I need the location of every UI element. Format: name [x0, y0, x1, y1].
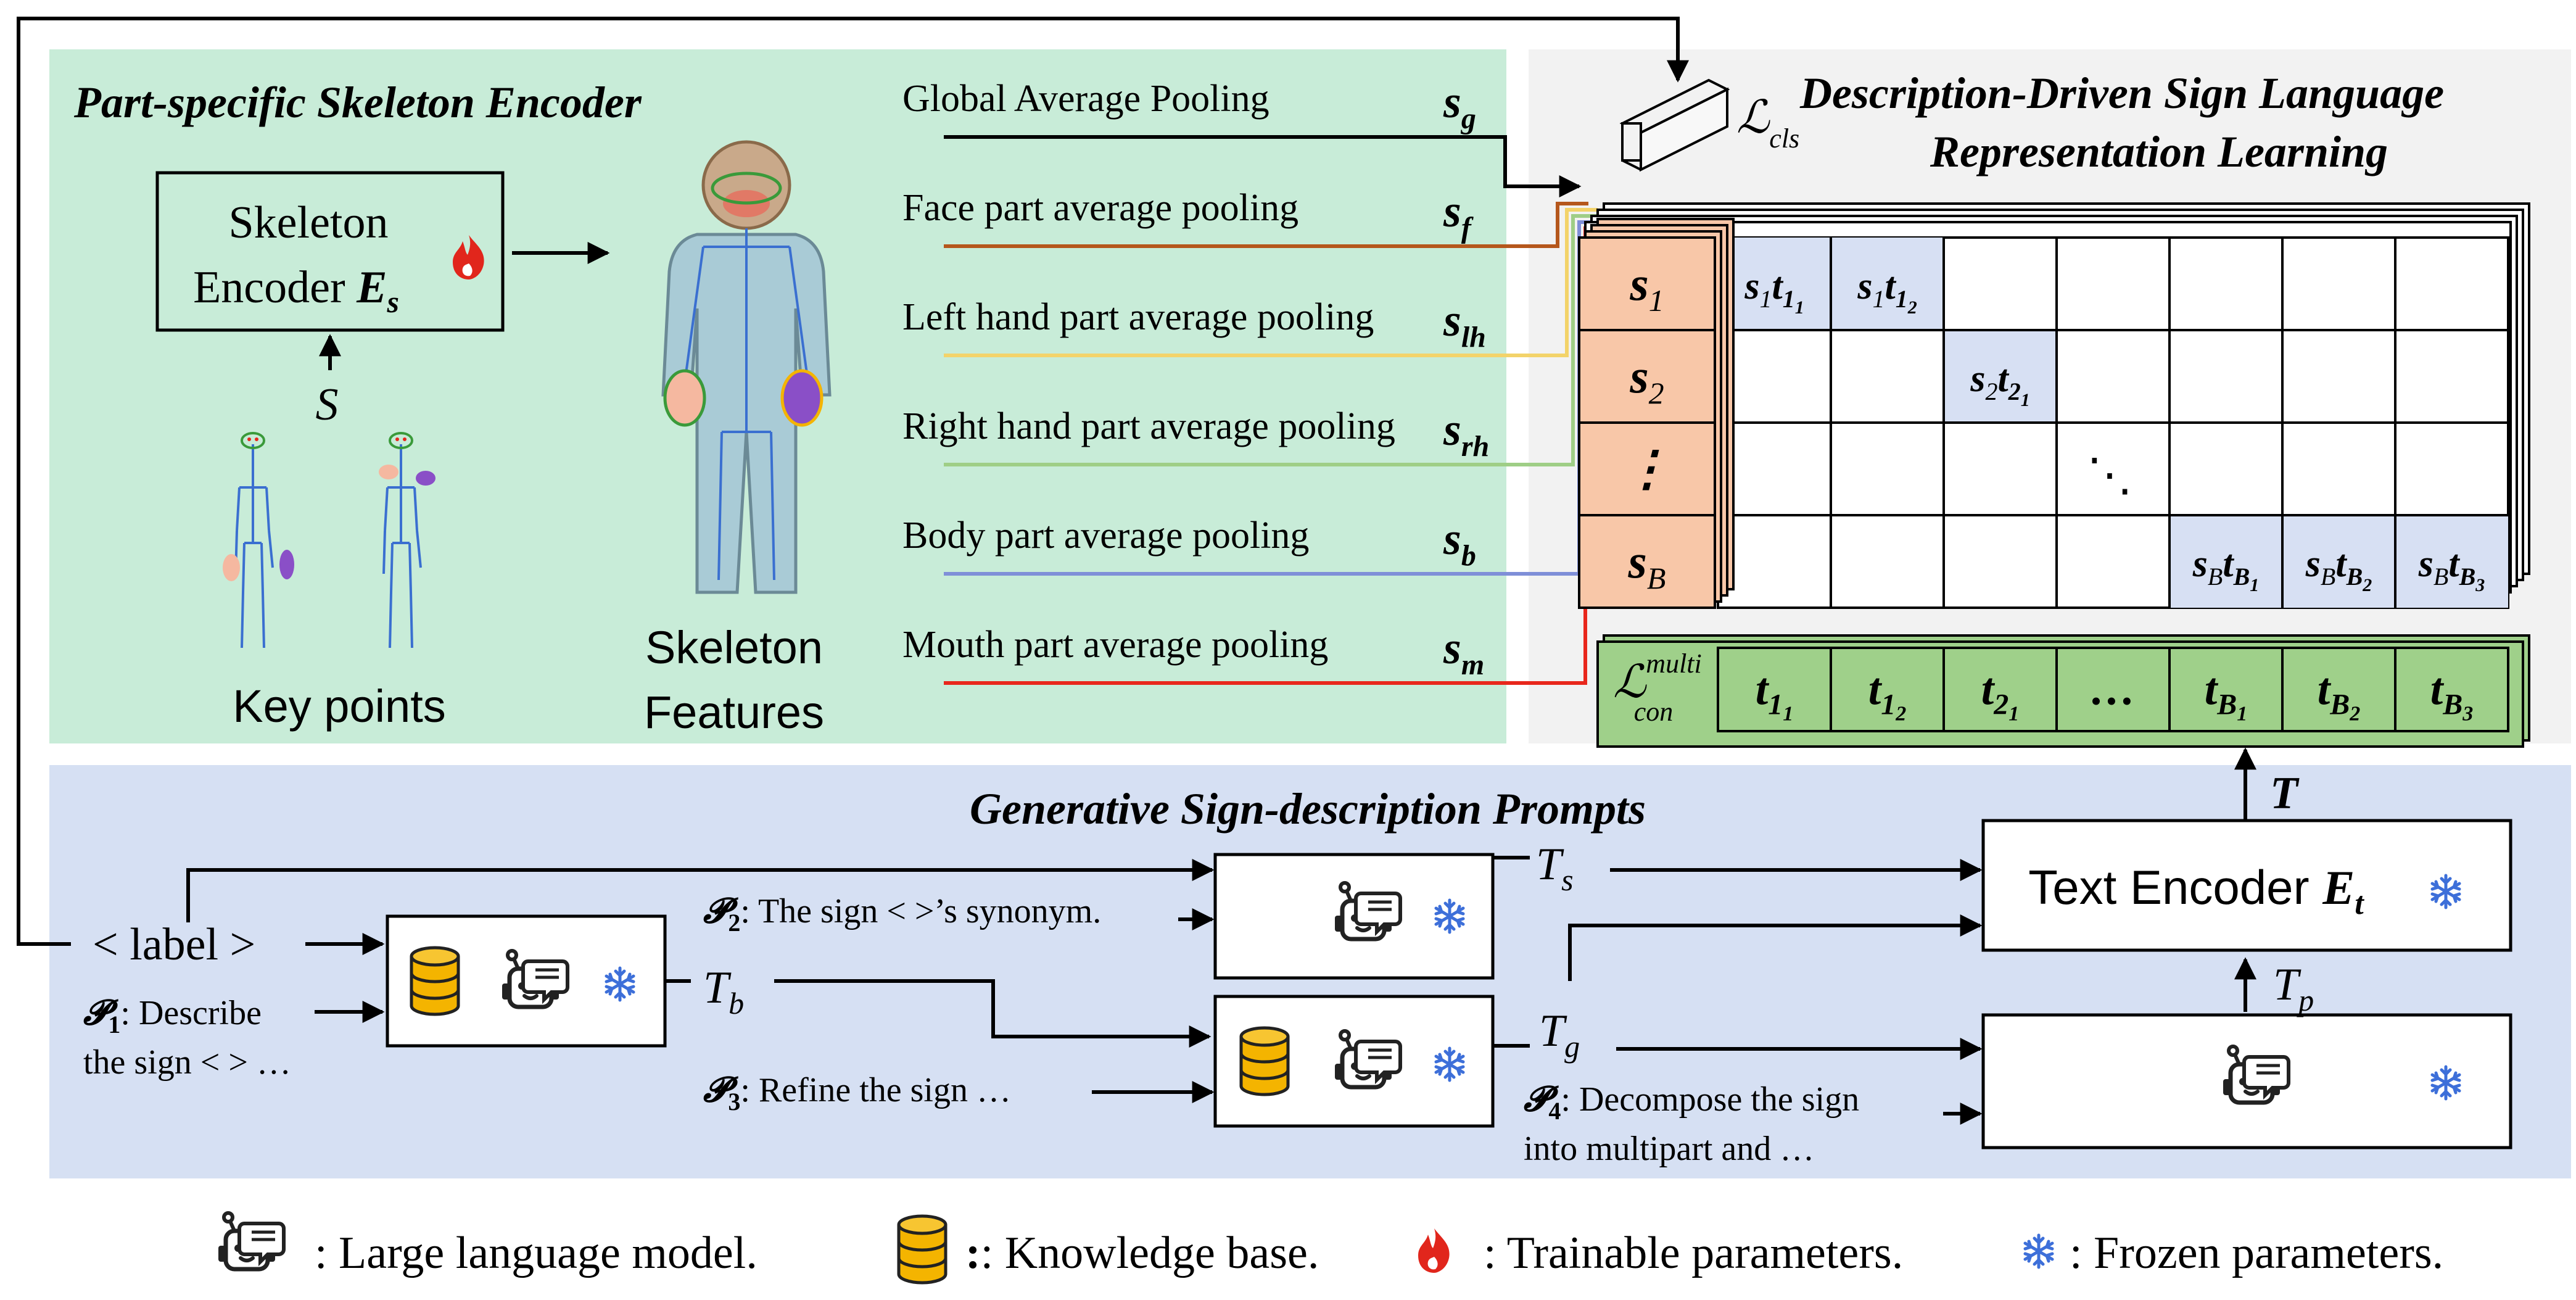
p4-prompt-line2: into multipart and … [1524, 1130, 1814, 1168]
keypoints-label: Key points [233, 681, 446, 732]
text-feature-row: t11 t12 t21 … tB1 tB2 tB3 [1717, 647, 2509, 732]
label-to-box2-arrow [186, 859, 1215, 922]
representation-title-line1: Description-Driven Sign Language [1799, 68, 2444, 118]
t-cell-label-0: t11 [1756, 664, 1794, 726]
s-cell-3 [1578, 514, 1716, 609]
s-cell-label-2: ⋮ [1623, 442, 1671, 495]
tp-output: Tp [2273, 959, 2314, 1017]
prompts-title: Generative Sign-description Prompts [970, 784, 1646, 834]
pooling-label-0: Global Average Pooling [902, 78, 1269, 120]
pooling-label-4: Body part average pooling [902, 515, 1309, 557]
encoder-box-line1: Skeleton [229, 197, 389, 248]
legend-llm: : Large language model. [315, 1228, 758, 1278]
features-label-line2: Features [644, 687, 824, 738]
matrix-cell-label-4: sBtB2 [2305, 543, 2372, 595]
pooling-symbol-4: sb [1443, 514, 1476, 572]
t-cell-label-3: … [2091, 664, 2136, 715]
matrix-cell-label-5: sBtB3 [2418, 543, 2485, 595]
pooling-line-1 [944, 202, 1588, 248]
p1-prompt-line2: the sign < > … [83, 1043, 291, 1082]
flame-icon [1418, 1228, 1450, 1273]
pooling-label-3: Right hand part average pooling [902, 405, 1395, 447]
p3-prompt: 𝓟3: Refine the sign … [703, 1071, 1011, 1116]
t-cell-label-6: tB3 [2430, 664, 2474, 726]
ts-output: Ts [1536, 839, 1574, 897]
keypoint-hand-3 [379, 465, 398, 479]
keypoint-hand-1 [223, 554, 240, 581]
pooling-line-3 [944, 214, 1604, 466]
text-feature-symbol: T [2270, 768, 2300, 819]
skeleton-features-figure [661, 140, 832, 594]
matrix-highlight-1 [1831, 238, 1944, 330]
pooling-label-1: Face part average pooling [902, 187, 1298, 229]
s-cell-0 [1578, 236, 1716, 331]
s-cell-label-1: s2 [1629, 349, 1664, 410]
skeleton-encoder-box[interactable] [155, 171, 505, 332]
pooling-line-2 [944, 208, 1598, 357]
pooling-label-2: Left hand part average pooling [902, 296, 1374, 338]
robot-icon [218, 1213, 284, 1269]
text-encoder-box[interactable] [1981, 819, 2512, 952]
cls-loss: ℒcls [1736, 93, 1799, 154]
input-symbol: S [316, 379, 339, 430]
pooling-symbol-3: srh [1443, 405, 1489, 463]
cls-block [1619, 78, 1730, 172]
tb-to-box3-arrow [774, 979, 1212, 1048]
t-cell-0 [1717, 647, 1832, 732]
t-cell-6 [2394, 647, 2509, 732]
legend-kb: :: Knowledge base. [965, 1228, 1319, 1278]
pooling-line-0 [944, 135, 1582, 197]
t-cell-label-4: tB1 [2205, 664, 2248, 726]
pooling-symbol-1: sf [1443, 186, 1474, 244]
t-cell-label-2: t21 [1981, 664, 2020, 726]
encoder-box-line2: Encoder Es [193, 262, 399, 319]
matrix-highlight-5 [2395, 515, 2508, 608]
s-cell-1 [1578, 329, 1716, 424]
pooling-symbol-2: slh [1443, 296, 1486, 354]
t-cell-5 [2281, 647, 2396, 732]
p4-prompt: 𝓟4: Decompose the sign [1524, 1080, 1859, 1125]
pooling-symbol-0: sg [1443, 77, 1476, 135]
matrix-cell-label-3: sBtB1 [2192, 543, 2260, 595]
matrix-highlight-0 [1718, 238, 1831, 330]
matrix-highlight-4 [2282, 515, 2395, 608]
text-encoder-label: Text Encoder Et [2028, 860, 2364, 921]
legend-trainable: : Trainable parameters. [1484, 1228, 1903, 1278]
s-cell-label-0: s1 [1629, 257, 1664, 318]
keypoint-hand-2 [279, 550, 294, 579]
features-label-line1: Skeleton [645, 622, 823, 673]
t-cell-label-5: tB2 [2318, 664, 2361, 726]
tg-to-encoder-arrow [1568, 914, 1983, 981]
legend-frozen: : Frozen parameters. [2070, 1228, 2443, 1278]
representation-title-line2: Representation Learning [1930, 127, 2388, 176]
matrix-ellipsis: ⋱ [2087, 450, 2132, 501]
matrix-highlight-2 [1944, 330, 2057, 423]
s-cell-label-3: sB [1628, 534, 1666, 595]
t-cell-1 [1830, 647, 1945, 732]
encoder-title: Part-specific Skeleton Encoder [73, 78, 642, 127]
snowflake-icon [2025, 1235, 2052, 1267]
matrix-cell-label-0: s1t11 [1744, 265, 1804, 318]
p2-prompt: 𝓟2: The sign < >’s synonym. [703, 892, 1101, 937]
pooling-label-5: Mouth part average pooling [902, 624, 1328, 666]
skeleton-feature-column: s1 s2 ⋮ sB [1578, 218, 1735, 609]
tb-output: Tb [703, 963, 744, 1021]
matrix-cell-label-2: s2t21 [1970, 358, 2029, 410]
label-token: < label > [93, 919, 255, 970]
matrix-cell-label-1: s1t12 [1857, 265, 1917, 318]
database-icon [411, 948, 458, 1014]
similarity-matrix: s1t11 s1t12 s2t21 sBtB1 sBtB2 sBtB3 [1717, 236, 2509, 609]
pooling-symbol-5: sm [1443, 623, 1484, 681]
label-feedback-line [17, 17, 1689, 946]
t-cell-label-1: t12 [1868, 664, 1907, 726]
database-icon [899, 1216, 946, 1283]
tg-output: Tg [1539, 1006, 1580, 1064]
database-icon [1241, 1028, 1288, 1095]
keypoint-hand-4 [416, 471, 436, 486]
matrix-highlight-3 [2169, 515, 2282, 608]
p1-prompt: 𝓟1: Describe [83, 994, 262, 1038]
